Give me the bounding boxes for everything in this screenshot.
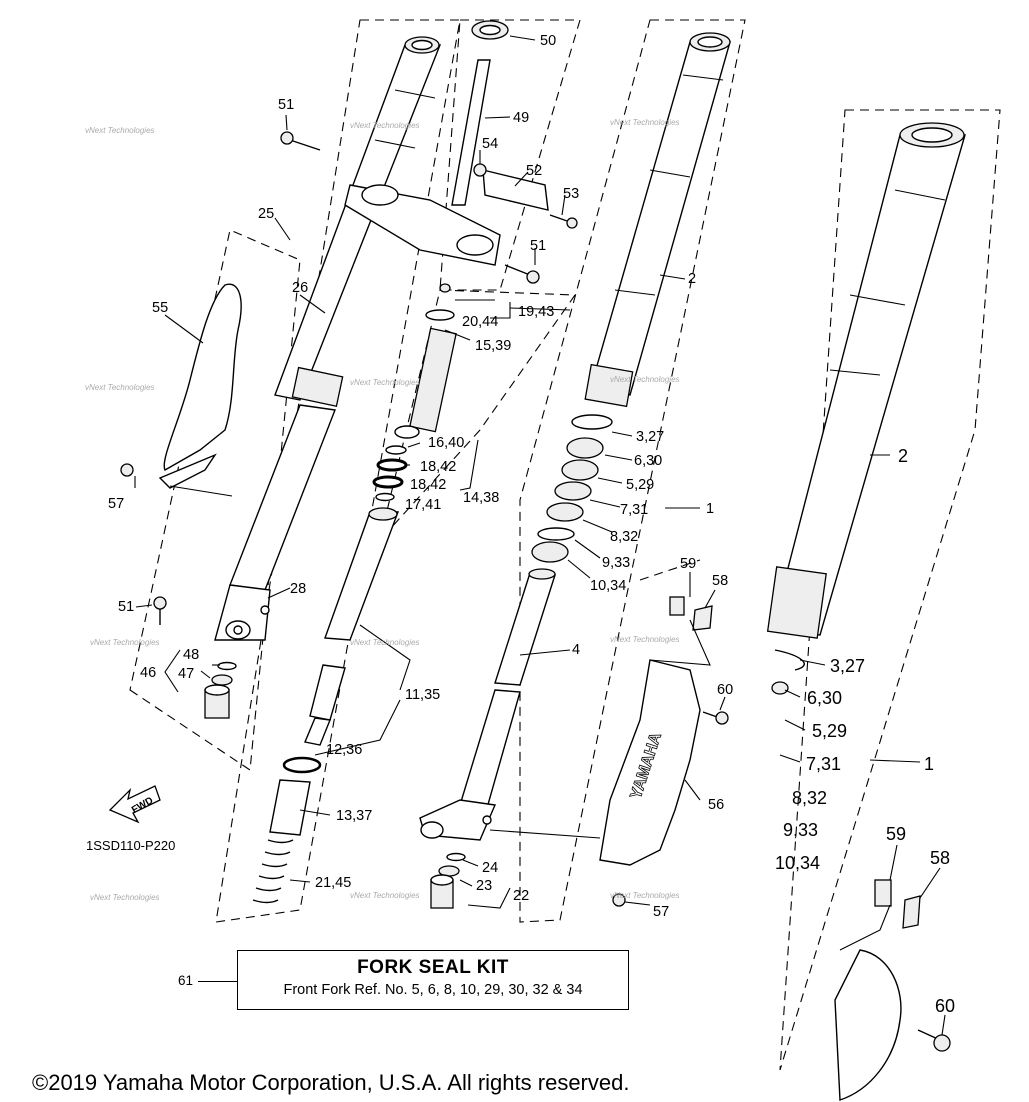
callout: 8,32 [792,788,827,808]
callout: 60 [717,682,733,698]
watermark: vNext Technologies [350,121,420,130]
callout: 59 [886,824,906,844]
callout: 23 [476,878,492,894]
diagram-ref-code: 1SSD110-P220 [86,838,176,853]
leader-lines [134,35,946,1036]
callout: 1 [924,754,934,774]
kit-ref-leader [198,981,237,982]
callout: 57 [653,904,669,920]
callout: 17,41 [405,497,441,513]
callout: 10,34 [590,578,626,594]
left-outer-tube [229,36,442,591]
callout: 22 [513,888,529,904]
callout: 2 [898,446,908,466]
callout: 19,43 [518,304,554,320]
callout: 54 [482,136,498,152]
callout: 47 [178,666,194,682]
callout: 6,30 [807,688,842,708]
callout: 58 [930,848,950,868]
watermark: vNext Technologies [350,891,420,900]
callout: 46 [140,665,156,681]
callout: 24 [482,860,498,876]
callout: 5,29 [812,721,847,741]
callout-labels: 50 49 51 54 52 53 25 51 2 55 26 19,43 20… [108,33,955,1016]
callout: 26 [292,280,308,296]
bolts [120,131,951,1052]
callout: 57 [108,496,124,512]
callout: 1 [706,501,714,517]
callout: 21,45 [315,875,351,891]
callout: 51 [278,97,294,113]
callout: 6,30 [634,453,662,469]
callout: 58 [712,573,728,589]
watermark: vNext Technologies [350,378,420,387]
kit-description: Front Fork Ref. No. 5, 6, 8, 10, 29, 30,… [283,982,583,998]
left-fork-guard [158,283,242,489]
callout: 14,38 [463,490,499,506]
callout: 53 [563,186,579,202]
kit-title: FORK SEAL KIT [357,957,509,978]
fwd-arrow-icon: FWD [108,785,161,824]
watermark: vNext Technologies [610,375,680,384]
watermark: vNext Technologies [610,118,680,127]
callout: 48 [183,647,199,663]
watermarks: vNext Technologies vNext Technologies vN… [85,118,680,902]
callout: 60 [935,996,955,1016]
callout: 4 [572,642,580,658]
callout: 13,37 [336,808,372,824]
callout: 51 [530,238,546,254]
callout: 15,39 [475,338,511,354]
right-outer-tube [419,568,556,841]
callout: 8,32 [610,529,638,545]
callout: 18,42 [410,477,446,493]
callout: 9,33 [783,820,818,840]
fork-seals [531,414,613,563]
zoom-view-tube [766,122,966,1101]
watermark: vNext Technologies [90,638,160,647]
callout: 28 [290,581,306,597]
callout: 16,40 [428,435,464,451]
callout: 9,33 [602,555,630,571]
callout: 5,29 [626,477,654,493]
triple-clamp [344,20,549,266]
left-axle-holder [214,584,271,641]
callout: 10,34 [775,853,820,873]
callout: 3,27 [636,429,664,445]
callout: 52 [526,163,542,179]
right-axle-parts [430,852,466,909]
callout: 59 [680,556,696,572]
callout: 51 [118,599,134,615]
watermark: vNext Technologies [90,893,160,902]
callout: 7,31 [806,754,841,774]
guard-brackets [669,596,921,929]
watermark: vNext Technologies [350,638,420,647]
callout: 20,44 [462,314,498,330]
watermark: vNext Technologies [85,383,155,392]
copyright-notice: ©2019 Yamaha Motor Corporation, U.S.A. A… [32,1070,630,1095]
callout: 18,42 [420,459,456,475]
callout: 3,27 [830,656,865,676]
fork-seal-kit-box: FORK SEAL KIT Front Fork Ref. No. 5, 6, … [237,950,629,1010]
callout: 50 [540,33,556,49]
callout: 11,35 [405,687,440,703]
callout: 55 [152,300,168,316]
callout: 12,36 [326,742,362,758]
callout: 49 [513,110,529,126]
watermark: vNext Technologies [610,891,680,900]
callout: 25 [258,206,274,222]
right-fork-guard: YAMAHA [599,659,701,866]
callout: 56 [708,797,724,813]
callout: 2 [688,271,696,287]
watermark: vNext Technologies [85,126,155,135]
kit-ref-number: 61 [178,973,194,988]
watermark: vNext Technologies [610,635,680,644]
left-axle-parts [204,661,237,719]
right-inner-tube [584,32,731,408]
callout: 7,31 [620,502,648,518]
damper-cartridge [252,283,457,904]
